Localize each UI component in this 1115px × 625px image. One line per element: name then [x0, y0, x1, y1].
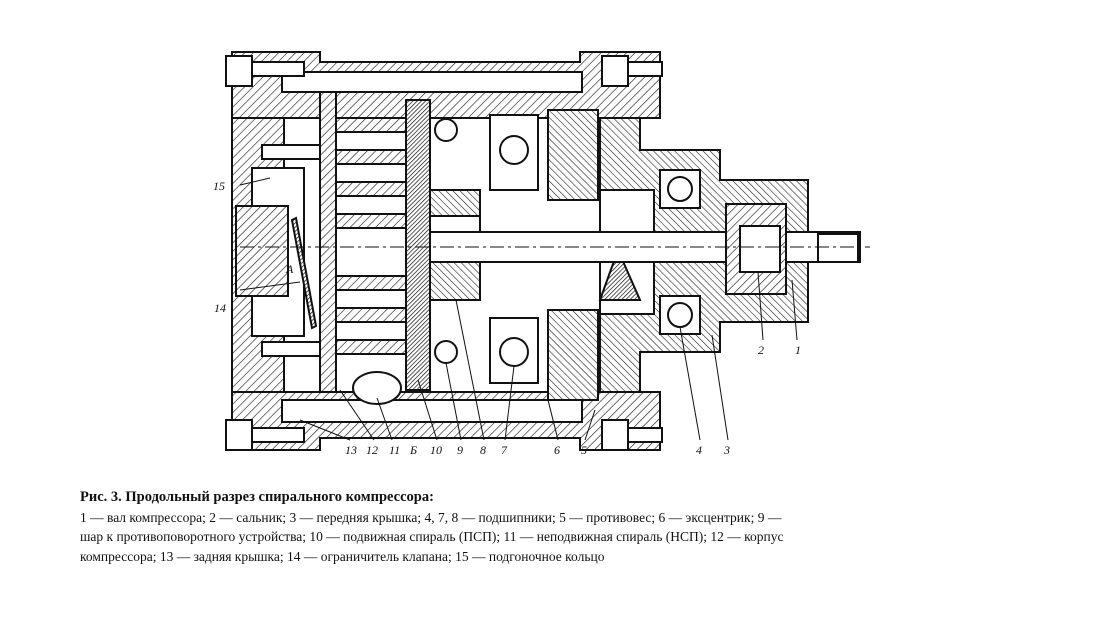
label-b: Б: [409, 443, 417, 457]
label-a: А: [285, 262, 294, 276]
caption-line-2: шар к противоповоротного устройства; 10 …: [80, 529, 784, 544]
leader-lines: [239, 177, 798, 441]
valve-limiter: [235, 167, 318, 337]
label-2: 2: [758, 343, 764, 357]
label-10: 10: [430, 443, 442, 457]
label-5: 5: [581, 443, 587, 457]
bolts: [225, 55, 663, 451]
label-9: 9: [457, 443, 463, 457]
part-labels: 1 2 3 4 5 6 7 8 9 10 11 Б 12 13 14 15 А: [213, 179, 801, 457]
label-14: 14: [214, 301, 226, 315]
label-3: 3: [723, 443, 730, 457]
shaft-and-seal: [240, 203, 870, 295]
label-12: 12: [366, 443, 378, 457]
bearings: [434, 114, 701, 384]
label-4: 4: [696, 443, 702, 457]
fixed-scroll-fins: [335, 117, 407, 355]
label-7: 7: [501, 443, 508, 457]
caption-title: Рис. 3. Продольный разрез спирального ко…: [80, 489, 434, 505]
caption-line-3: компрессора; 13 — задняя крышка; 14 — ог…: [80, 548, 605, 564]
label-15: 15: [213, 179, 225, 193]
label-13: 13: [345, 443, 357, 457]
discharge-port: [352, 371, 402, 405]
figure-caption: Рис. 3. Продольный разрез спирального ко…: [80, 488, 1040, 566]
label-8: 8: [480, 443, 486, 457]
label-11: 11: [389, 443, 400, 457]
label-6: 6: [554, 443, 560, 457]
label-1: 1: [795, 343, 801, 357]
caption-line-1: 1 — вал компрессора; 2 — сальник; 3 — пе…: [80, 509, 782, 525]
